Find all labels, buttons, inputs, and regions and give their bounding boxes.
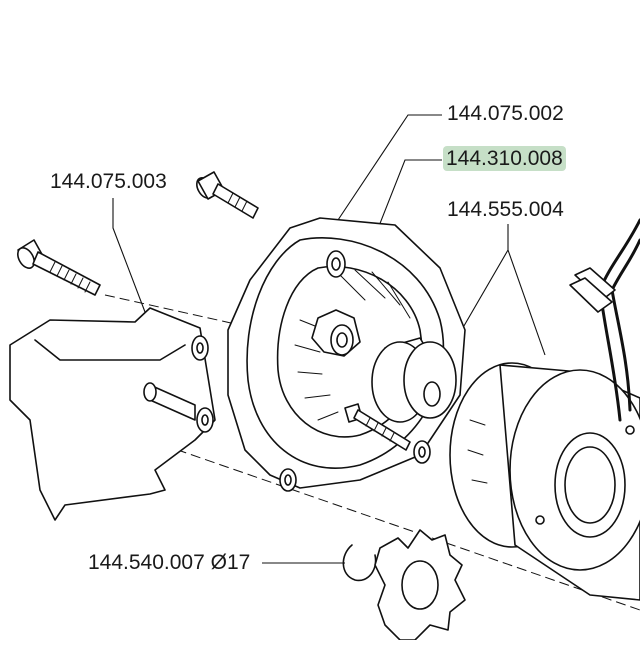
hex-nut (311, 309, 361, 357)
callout-cover: 144.075.003 (50, 170, 167, 194)
callout-clutch-label: 144.555.004 (447, 198, 564, 221)
cap-screw (344, 403, 431, 464)
callout-cover-label: 144.075.003 (50, 170, 167, 193)
callout-sprocket-label: 144.540.007 Ø17 (88, 551, 251, 574)
callout-nut-label: 144.310.008 (443, 146, 566, 171)
cover-plate (9, 307, 216, 521)
callout-housing: 144.075.002 (447, 102, 564, 126)
clutch-assembly (449, 362, 640, 601)
callout-housing-label: 144.075.002 (447, 102, 564, 125)
bolt-top (196, 171, 259, 219)
sprocket (342, 529, 466, 641)
callout-clutch: 144.555.004 (447, 198, 564, 222)
bolt-left (17, 239, 101, 296)
alignment-axis (104, 294, 640, 611)
callout-sprocket: 144.540.007 Ø17 (88, 551, 250, 575)
callout-nut: 144.310.008 (443, 146, 566, 171)
cable (569, 218, 640, 422)
roller (371, 337, 457, 423)
